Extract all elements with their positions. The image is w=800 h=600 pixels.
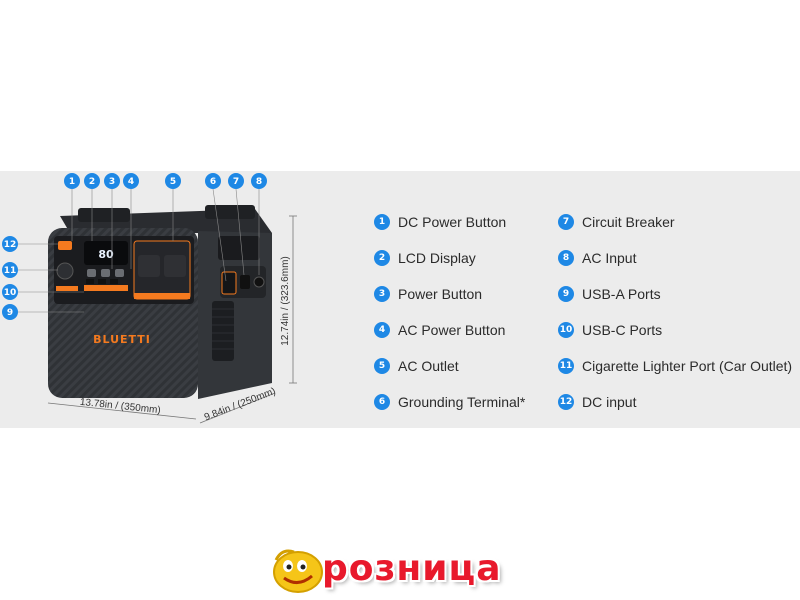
callout-badge [2,284,18,300]
callout-number: 11 [4,266,17,276]
callout-number: 9 [7,308,13,318]
height-dimension: 12.74in / (323.6mm) [280,256,291,346]
legend-label: AC Input [582,250,637,266]
callout-number: 6 [210,177,216,187]
callout-badge [251,173,267,189]
legend-label: Grounding Terminal* [398,394,526,410]
callout-badge [205,173,221,189]
legend-item: 9 USB-A Ports [558,284,661,304]
callout-badge [104,173,120,189]
width-dimension: 13.78in / (350mm) [79,397,161,416]
legend-badge: 4 [374,322,390,338]
callout-number: 7 [233,177,239,187]
legend-badge: 6 [374,394,390,410]
legend-badge: 3 [374,286,390,302]
legend-badge: 11 [558,358,574,374]
lcd-display [84,241,128,265]
callout-badge [165,173,181,189]
legend-badge: 8 [558,250,574,266]
legend-item: 4 AC Power Button [374,320,505,340]
legend-badge: 5 [374,358,390,374]
callout-badge [64,173,80,189]
legend-label: DC input [582,394,637,410]
legend-badge: 12 [558,394,574,410]
legend-item: 1 DC Power Button [374,212,506,232]
legend-badge: 7 [558,214,574,230]
legend-label: AC Power Button [398,322,506,338]
legend-item: 12 DC input [558,392,636,412]
legend-item: 7 Circuit Breaker [558,212,675,232]
callout-number: 10 [4,288,17,298]
callout-badge [2,236,18,252]
legend-label: USB-C Ports [582,322,663,338]
left-handle [78,208,130,222]
legend-item: 8 AC Input [558,248,636,268]
legend-label: Power Button [398,286,483,302]
feature-legend: 1 DC Power Button 2 LCD Display 3 Power … [374,212,800,420]
callout-number: 2 [89,177,95,187]
brand-label: BLUETTI [93,333,151,346]
legend-badge: 9 [558,286,574,302]
legend-badge: 1 [374,214,390,230]
product-panel: 80 BLUETTI 13.78in / ( [0,171,800,428]
legend-label: USB-A Ports [582,286,661,302]
callout-number: 12 [4,240,17,250]
legend-item: 2 LCD Display [374,248,476,268]
logo-text: розница [322,548,502,589]
callout-badge [84,173,100,189]
callout-badge [228,173,244,189]
lcd-value: 80 [98,248,114,261]
legend-item: 6 Grounding Terminal* [374,392,525,412]
legend-badge: 2 [374,250,390,266]
legend-badge: 10 [558,322,574,338]
legend-label: DC Power Button [398,214,507,230]
callout-badge [123,173,139,189]
power-station-illustration: 80 BLUETTI 13.78in / ( [2,173,297,424]
callout-badge [2,304,18,320]
legend-label: Circuit Breaker [582,214,675,230]
legend-item: 3 Power Button [374,284,482,304]
callout-number: 3 [109,177,115,187]
store-logo: розница [268,540,530,600]
legend-label: Cigarette Lighter Port (Car Outlet) [582,358,793,374]
callout-number: 8 [256,177,262,187]
smiley-mascot-icon [273,549,323,593]
legend-label: AC Outlet [398,358,459,374]
legend-item: 5 AC Outlet [374,356,459,376]
legend-item: 10 USB-C Ports [558,320,662,340]
legend-label: LCD Display [398,250,476,266]
callout-number: 4 [128,177,134,187]
callout-badge [2,262,18,278]
callout-number: 1 [69,177,75,187]
legend-item: 11 Cigarette Lighter Port (Car Outlet) [558,356,792,376]
right-handle [205,205,255,219]
callout-number: 5 [170,177,176,187]
